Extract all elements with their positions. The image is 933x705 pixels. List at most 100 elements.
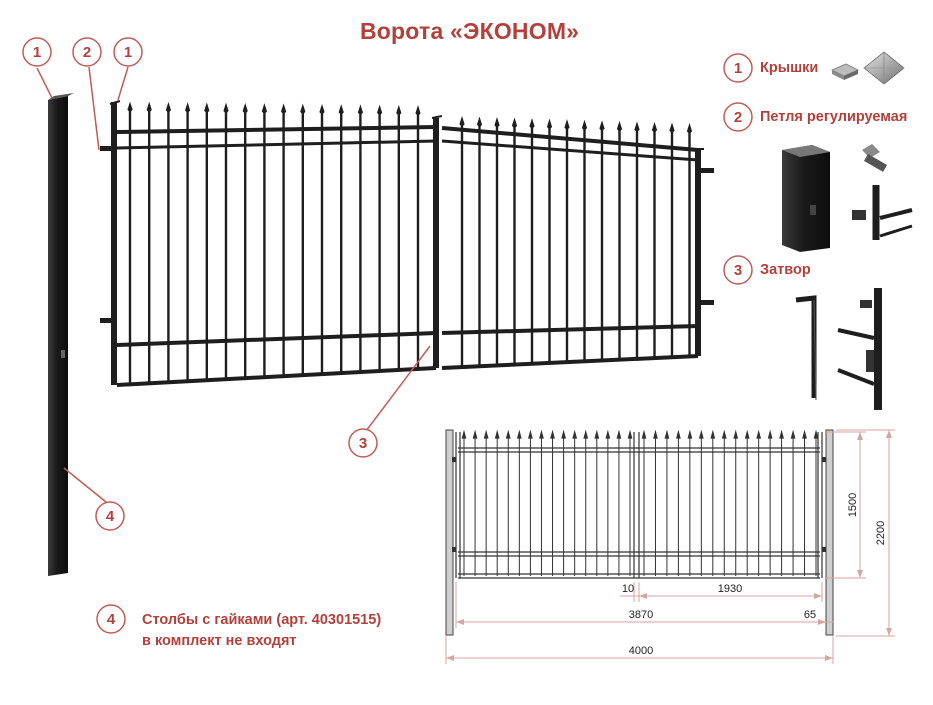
drawing-spear-tip <box>483 429 489 439</box>
spear-tip <box>281 103 287 115</box>
spear-tip <box>396 104 402 116</box>
spear-tip <box>261 103 267 115</box>
dimension-post-offset: 65 <box>804 609 816 621</box>
gate-latch-icon <box>795 288 882 410</box>
drawing-spear-tip <box>744 429 750 439</box>
drawing-spear-tip <box>539 429 544 439</box>
spear-tip <box>357 104 363 116</box>
spear-tip <box>494 116 500 128</box>
dimension-lines <box>445 429 895 664</box>
dimension-gate-width: 3870 <box>629 609 653 621</box>
drawing-spear-tip <box>594 429 600 439</box>
drawing-spear-tip <box>664 429 670 439</box>
drawing-spear-tip <box>676 429 681 439</box>
dimension-arrows <box>446 430 892 661</box>
legend-number-2: 2 <box>734 109 742 126</box>
post-cap-icon <box>831 51 905 85</box>
callout-1-top: 1 <box>124 44 132 61</box>
legend-number-3: 3 <box>734 262 742 279</box>
drawing-spear-tip <box>472 429 478 439</box>
callout-circles <box>22 37 753 634</box>
spear-tip <box>242 102 248 114</box>
spear-tip <box>599 120 605 132</box>
spear-tip <box>127 101 133 113</box>
spear-tip <box>476 116 483 128</box>
spear-tip <box>459 115 465 127</box>
left-gate-leaf <box>109 100 443 387</box>
dimension-leaf-height: 1500 <box>847 493 859 517</box>
drawing-spear-tip <box>813 429 819 439</box>
spear-tip <box>581 119 588 131</box>
spear-tip <box>564 119 570 131</box>
drawing-spear-tip <box>505 429 511 439</box>
spear-tip <box>686 123 693 134</box>
spear-tip <box>415 105 421 116</box>
callout-4-post: 4 <box>106 508 115 525</box>
dimension-leaf-width: 1930 <box>718 583 742 595</box>
hinge-icon <box>100 146 714 323</box>
drawing-spear-tip <box>605 429 611 439</box>
drawing-spear-tip <box>733 429 739 439</box>
spear-tip <box>529 118 535 130</box>
dimension-total-width: 4000 <box>629 645 653 657</box>
drawing-spear-tip <box>790 429 796 439</box>
spear-tip <box>511 117 518 129</box>
spear-tip <box>185 102 191 114</box>
spear-tip <box>223 102 229 114</box>
spear-tip <box>300 103 306 115</box>
legend-number-1: 1 <box>734 60 742 77</box>
legend-label-latch: Затвор <box>760 262 811 278</box>
drawing-spear-tip <box>550 429 555 439</box>
spear-tip <box>546 118 553 130</box>
callout-3-latch: 3 <box>359 435 367 452</box>
spear-tip <box>165 101 171 113</box>
drawing-spear-tip <box>767 429 773 439</box>
drawing-spear-tip <box>516 429 522 439</box>
dimension-total-height: 2200 <box>875 521 887 545</box>
spear-tip <box>616 120 623 132</box>
legend-label-caps: Крышки <box>760 60 819 76</box>
right-gate-leaf <box>441 126 704 370</box>
right-leaf-pickets <box>459 115 693 368</box>
legend-label-hinge: Петля регулируемая <box>760 109 908 125</box>
callout-1-top-left: 1 <box>33 44 41 61</box>
drawing-spear-tip <box>802 429 807 439</box>
drawing-spear-tip <box>641 429 647 439</box>
separate-post <box>48 93 74 576</box>
note-number: 4 <box>107 611 116 628</box>
spear-tip <box>204 102 210 114</box>
spear-tip <box>651 121 658 133</box>
adjustable-hinge-icon <box>782 144 913 252</box>
drawing-spear-tip <box>721 429 727 439</box>
drawing-spear-tip <box>710 429 716 439</box>
drawing-spear-tip <box>687 429 693 439</box>
posts-note: Столбы с гайками (арт. 40301515) в компл… <box>142 610 381 652</box>
callout-numbers: 1 2 1 3 4 1 2 3 4 <box>33 44 742 628</box>
drawing-spear-tip <box>627 429 633 439</box>
spear-tip <box>377 104 383 116</box>
drawing-spear-tip <box>528 429 533 439</box>
drawing-spear-tip <box>653 429 658 439</box>
drawing-spear-tip <box>756 429 762 439</box>
technical-drawing: 1500 2200 10 1930 3870 65 4000 <box>445 429 895 664</box>
drawing-spear-tip <box>698 429 704 439</box>
callout-leaders <box>36 66 431 503</box>
callout-2-top: 2 <box>83 44 91 61</box>
spear-tip <box>319 103 325 115</box>
spear-tip <box>146 101 152 113</box>
page-title: Ворота «ЭКОНОМ» <box>360 18 580 44</box>
drawing-spear-tip <box>583 429 589 439</box>
drawing-spear-tip <box>779 429 784 439</box>
posts-note-line-2: в комплект не входят <box>142 633 297 649</box>
dimension-gap: 10 <box>622 583 634 595</box>
posts-note-line-1: Столбы с гайками (арт. 40301515) <box>142 612 382 628</box>
spear-tip <box>669 122 675 134</box>
drawing-spear-tip <box>461 429 467 439</box>
drawing-spear-tip <box>572 429 578 439</box>
spear-tip <box>338 104 344 116</box>
drawing-spear-tip <box>494 429 500 439</box>
drawing-spear-tip <box>616 429 622 439</box>
left-leaf-pickets <box>127 101 421 385</box>
